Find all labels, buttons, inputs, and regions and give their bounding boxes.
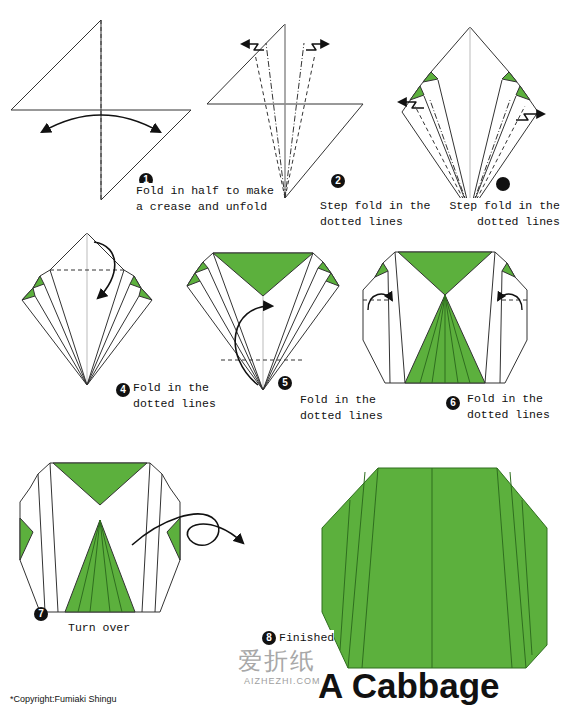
watermark: 爱折纸 <box>238 647 316 675</box>
instruction-text: Step fold in the dotted lines <box>446 198 560 230</box>
callout-number: 5 <box>278 376 292 390</box>
instruction-text: Fold in half to make a crease and unfold <box>136 183 277 215</box>
callout-number: 6 <box>446 396 460 410</box>
instruction-text: Finished <box>279 630 334 646</box>
finished-cabbage <box>322 468 547 668</box>
watermark: AIZHEZHI.COM <box>244 676 321 687</box>
instruction-text: Step fold in the dotted lines <box>320 198 434 230</box>
step-7-figure <box>20 463 243 612</box>
step-6-figure <box>363 252 527 383</box>
step-1-figure <box>11 20 191 200</box>
instruction-text: Fold in the dotted lines <box>467 391 553 423</box>
callout-number: 8 <box>262 631 276 645</box>
instruction-text: Turn over <box>68 620 130 636</box>
callout-number: 4 <box>116 383 130 397</box>
step-3-figure <box>399 27 544 212</box>
instruction-text: Fold in the dotted lines <box>300 392 386 424</box>
instruction-text: Fold in the dotted lines <box>133 380 219 412</box>
callout-number: 7 <box>34 607 48 621</box>
copyright-note: *Copyright:Fumiaki Shingu <box>10 694 117 705</box>
step-2-figure <box>207 24 363 198</box>
step-5-figure <box>187 253 339 390</box>
callout-number: 2 <box>331 174 345 188</box>
page-title: A Cabbage <box>318 666 500 706</box>
step-4-figure <box>22 233 152 385</box>
